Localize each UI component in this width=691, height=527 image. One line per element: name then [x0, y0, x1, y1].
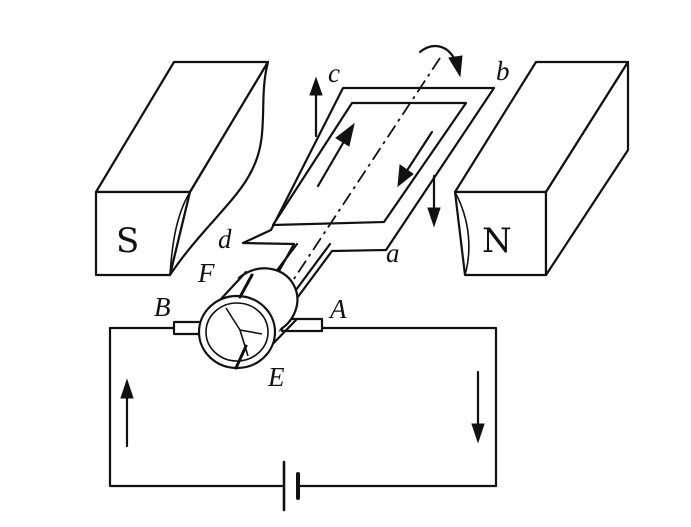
external-circuit — [108, 326, 498, 512]
force-arrow-down-icon — [427, 207, 441, 228]
commutator — [172, 267, 324, 370]
commutator-front-inner — [205, 302, 269, 362]
label-c: c — [328, 58, 340, 88]
magnet-s: S — [94, 60, 270, 277]
magnet-n-curve — [454, 191, 470, 276]
current-arrow-up-icon — [120, 378, 134, 399]
commutator-edge-top — [218, 270, 248, 302]
label-A: A — [328, 294, 347, 324]
commutator-inner-lead-2 — [239, 329, 249, 357]
label-b: b — [496, 56, 510, 86]
force-arrows — [309, 76, 441, 228]
label-B: B — [154, 292, 171, 322]
commutator-gap-top — [238, 273, 254, 299]
label-E: E — [267, 362, 285, 392]
diagram-labels: a b c d A B E F — [154, 56, 510, 392]
rotation-axis — [279, 57, 441, 301]
magnet-s-label: S — [116, 221, 139, 261]
coil-arrow-left-shaft — [316, 136, 348, 188]
magnet-s-curve — [169, 191, 191, 276]
current-arrow-down-icon — [471, 423, 485, 444]
commutator-gap-bottom — [234, 344, 248, 370]
magnet-n: N — [453, 60, 630, 277]
label-F: F — [197, 258, 215, 288]
commutator-front-ring — [197, 294, 277, 370]
rotation-arrow — [418, 44, 463, 78]
magnet-s-pole-face — [168, 60, 270, 277]
force-arrow-up-icon — [309, 76, 323, 96]
label-d: d — [218, 224, 232, 254]
circuit-wire-right — [298, 326, 498, 488]
magnet-n-label: N — [482, 221, 512, 261]
coil-arrow-down-icon — [397, 164, 414, 188]
coil-arrow-right-shaft — [404, 130, 434, 174]
circuit-wire-left — [108, 326, 284, 488]
rotation-arrow-head-icon — [448, 55, 463, 78]
label-a: a — [386, 238, 400, 268]
coil-arrow-up-icon — [335, 122, 355, 147]
magnet-n-side-face — [544, 60, 630, 277]
coil-current-arrows — [316, 122, 434, 188]
coil-loop — [241, 57, 496, 319]
